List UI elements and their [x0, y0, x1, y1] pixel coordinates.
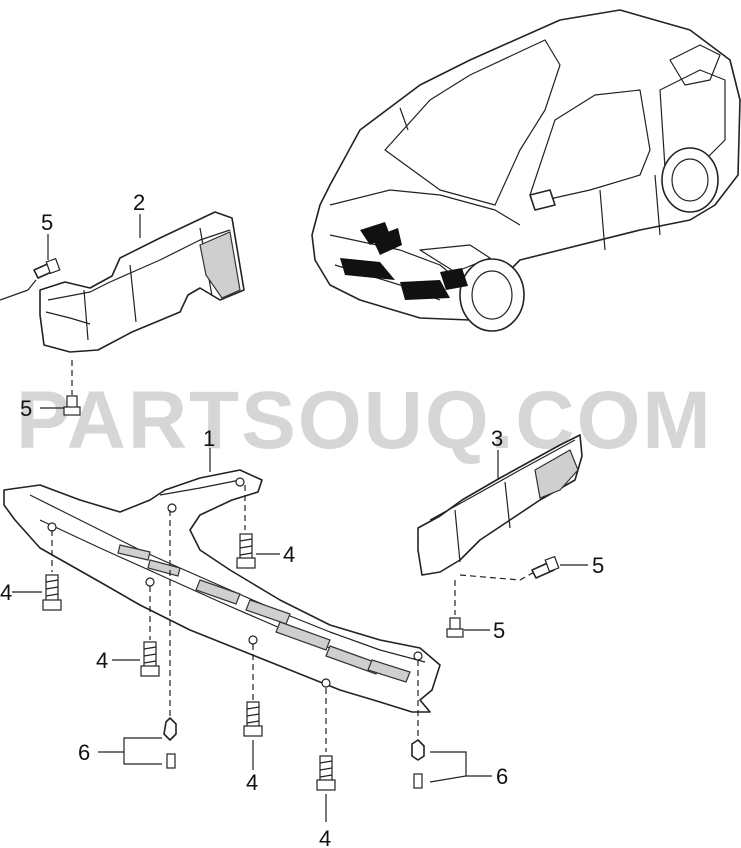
callout-5-lower: 5 [493, 618, 505, 643]
bolt-4-c [140, 641, 160, 677]
watermark: PARTSOUQ.COM [16, 375, 713, 466]
leader-lines [0, 214, 588, 822]
callout-5-right: 5 [592, 553, 604, 578]
bolt-4-e [316, 755, 336, 791]
part-3-shield [417, 434, 583, 576]
callout-5-top: 5 [41, 210, 53, 235]
screw-5-c [531, 555, 560, 579]
callout-5-left: 5 [20, 396, 32, 421]
part-1-undercover [3, 469, 441, 713]
callout-1: 1 [203, 426, 215, 451]
callout-4-lower: 4 [246, 770, 258, 795]
clip-6-b [411, 739, 425, 789]
clip-6-a [163, 717, 177, 769]
bolt-4-d [243, 701, 263, 737]
installation-lines [51, 360, 539, 752]
part-2-shield [39, 211, 245, 353]
bolt-4-a [42, 574, 62, 611]
callout-4-bottom: 4 [319, 826, 331, 848]
vehicle-illustration [311, 9, 741, 332]
callout-4-middle: 4 [96, 648, 108, 673]
callout-4-upper: 4 [283, 542, 295, 567]
callout-2: 2 [133, 190, 145, 215]
bolt-4-b [236, 533, 256, 569]
screw-5-d [446, 617, 464, 638]
callouts: 1 2 3 4 4 4 4 4 5 5 5 5 6 6 [0, 190, 604, 848]
callout-6-right: 6 [496, 764, 508, 789]
callout-6-left: 6 [78, 740, 90, 765]
callout-3: 3 [491, 426, 503, 451]
screw-5-a [33, 257, 61, 279]
screw-5-b [63, 395, 81, 416]
callout-4-left: 4 [0, 580, 12, 605]
